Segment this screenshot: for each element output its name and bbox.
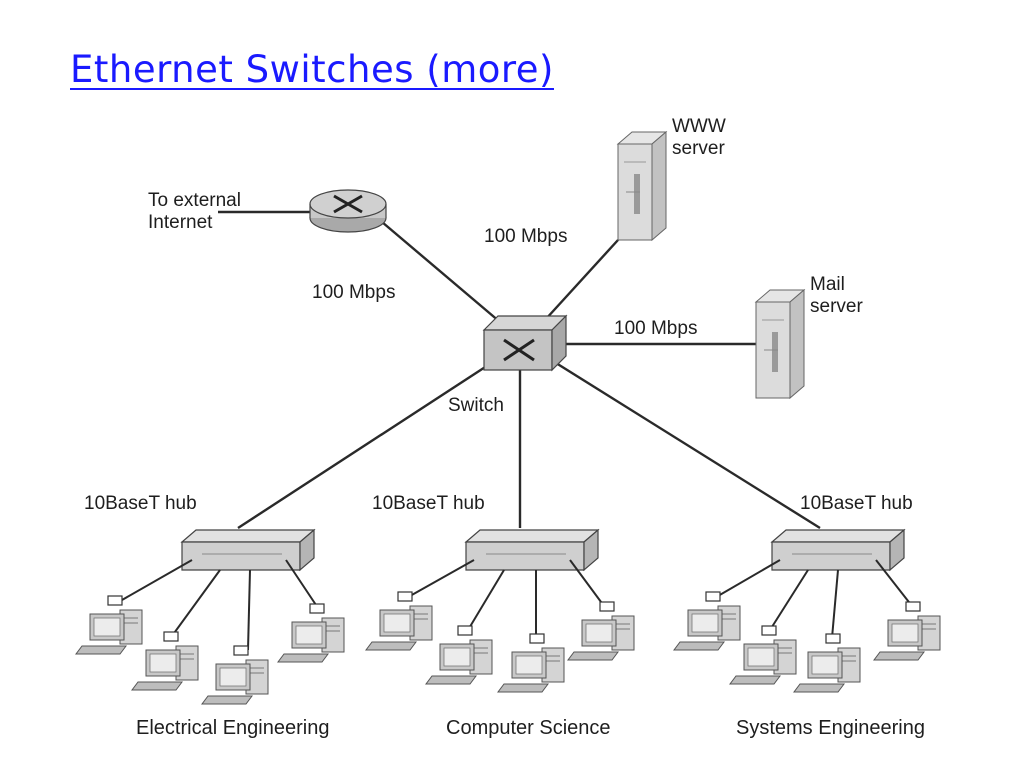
router-icon: [309, 189, 387, 233]
department-label: Electrical Engineering: [136, 717, 329, 739]
computer-icon: [793, 633, 861, 693]
hub-icon: [771, 529, 905, 571]
www-server-label: WWW server: [672, 116, 731, 159]
mail-server-label: Mail server: [810, 274, 863, 317]
router-switch-link: [381, 221, 501, 323]
router-switch-speed-label: 100 Mbps: [312, 282, 395, 303]
computer-icon: [425, 625, 493, 685]
hub-icon: [465, 529, 599, 571]
hub-label: 10BaseT hub: [372, 493, 485, 514]
computer-icon: [75, 595, 143, 655]
computer-icon: [567, 601, 635, 661]
www-switch-speed-label: 100 Mbps: [484, 226, 567, 247]
computer-icon: [201, 645, 269, 705]
computer-icon: [497, 633, 565, 693]
department-label: Systems Engineering: [736, 717, 925, 739]
computer-icon: [673, 591, 741, 651]
hub-label: 10BaseT hub: [800, 493, 913, 514]
switch-label: Switch: [448, 395, 504, 416]
www-server-icon: [617, 131, 667, 241]
mail-server-icon: [755, 289, 805, 399]
www-switch-link: [544, 239, 619, 321]
computer-icon: [277, 603, 345, 663]
switch-hub1-link: [237, 358, 497, 530]
hub-label: 10BaseT hub: [84, 493, 197, 514]
computer-icon: [873, 601, 941, 661]
department-label: Computer Science: [446, 717, 611, 739]
slide-title: Ethernet Switches (more): [70, 48, 554, 91]
hub-icon: [181, 529, 315, 571]
router-label: To external Internet: [148, 190, 246, 233]
computer-icon: [365, 591, 433, 651]
switch-icon: [482, 314, 568, 372]
switch-hub3-link: [547, 356, 821, 530]
mail-switch-speed-label: 100 Mbps: [614, 318, 697, 339]
